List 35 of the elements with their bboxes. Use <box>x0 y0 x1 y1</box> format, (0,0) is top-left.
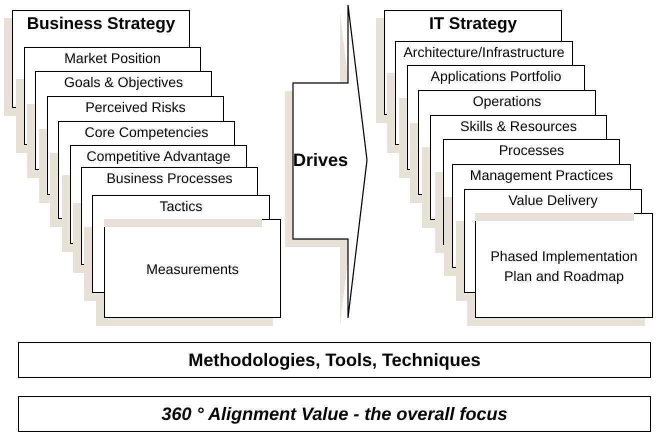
card-label: Management Practices <box>468 167 614 183</box>
card-heading: Business Strategy <box>26 14 176 34</box>
stacked-card <box>443 139 620 164</box>
banner-box <box>18 396 651 432</box>
card-label: Skills & Resources <box>459 118 578 134</box>
card-label: Architecture/Infrastructure <box>402 44 566 60</box>
card-label: Market Position <box>63 50 162 66</box>
card-label: Phased Implementation Plan and Roadmap <box>489 246 639 286</box>
stacked-card <box>395 41 573 65</box>
card-label: Perceived Risks <box>84 99 187 115</box>
card-label: Business Processes <box>105 170 234 186</box>
card-label: Value Delivery <box>507 192 599 208</box>
card-label: Goals & Objectives <box>62 74 184 90</box>
card-label: Competitive Advantage <box>86 148 232 164</box>
stacked-card <box>58 121 235 145</box>
card-label: Core Competencies <box>84 124 210 140</box>
stacked-card <box>452 164 631 189</box>
card-label: Applications Portfolio <box>430 68 562 84</box>
stacked-card <box>430 115 607 139</box>
card-label: Operations <box>472 93 542 109</box>
banner-text: Methodologies, Tools, Techniques <box>188 350 481 370</box>
stacked-card <box>81 167 258 195</box>
stacked-card <box>24 47 201 71</box>
card-label: Measurements <box>145 260 240 278</box>
banner-box <box>18 342 651 378</box>
stacked-card <box>70 145 247 167</box>
banner-text: 360 ° Alignment Value - the overall focus <box>162 404 508 424</box>
card-heading: IT Strategy <box>428 14 518 34</box>
stacked-card <box>418 90 596 115</box>
card-label: Processes <box>498 142 566 158</box>
stacked-card <box>47 96 224 121</box>
arrow-label: Drives <box>293 150 348 171</box>
stacked-card <box>35 71 212 96</box>
card-label: Tactics <box>158 198 204 214</box>
stacked-card <box>407 65 585 90</box>
